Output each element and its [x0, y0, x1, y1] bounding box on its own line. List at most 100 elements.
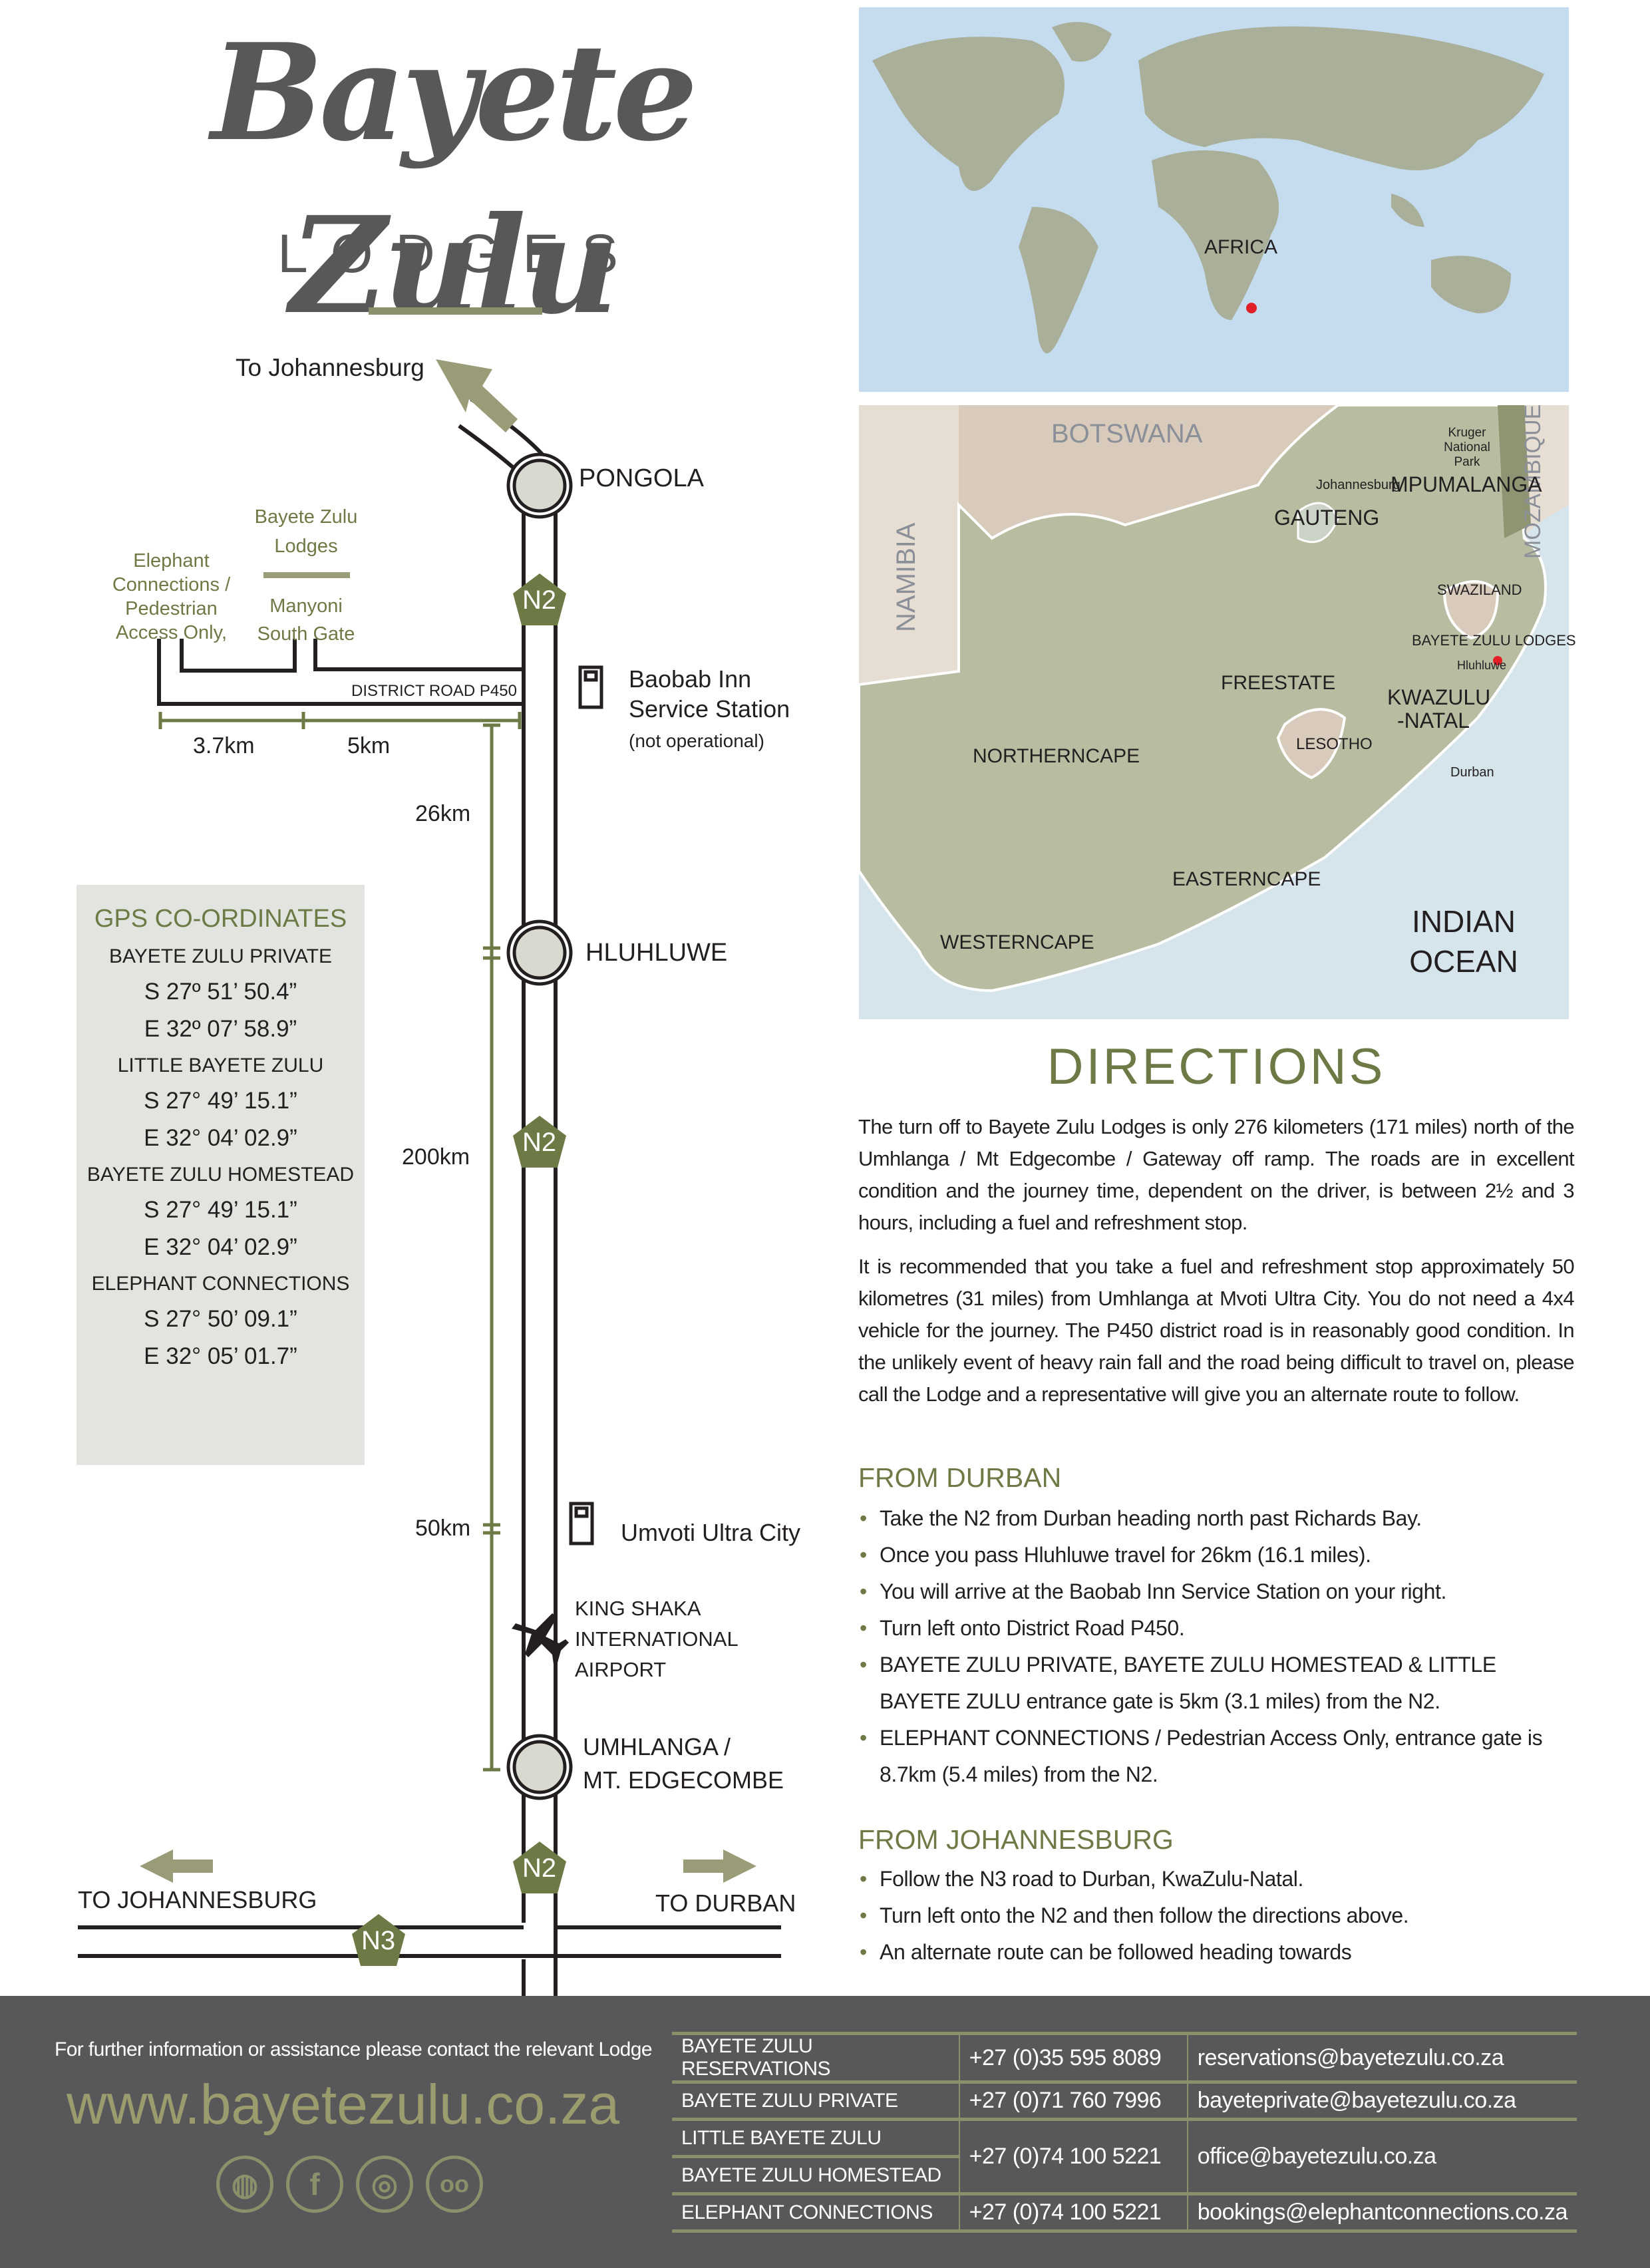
contact-email[interactable]: bookings@elephantconnections.co.za	[1186, 2192, 1577, 2233]
contacts-table: BAYETE ZULU RESERVATIONS+27 (0)35 595 80…	[672, 2032, 1577, 2233]
map-label: LESOTHO	[1296, 735, 1373, 753]
map-label: -NATAL	[1397, 709, 1470, 732]
list-item: Take the N2 from Durban heading north pa…	[860, 1500, 1578, 1537]
to-johannesburg-label: TO JOHANNESBURG	[78, 1886, 317, 1913]
map-label: BAYETE ZULU LODGES	[1412, 632, 1576, 649]
facebook-icon[interactable]: f	[286, 2156, 343, 2213]
bayete-zulu-lodges-label: Bayete Zulu Lodges	[254, 506, 358, 557]
location-marker-icon	[1493, 656, 1502, 665]
map-label: WESTERNCAPE	[940, 931, 1094, 953]
map-label: BOTSWANA	[1051, 419, 1203, 448]
table-row: BAYETE ZULU RESERVATIONS+27 (0)35 595 80…	[672, 2032, 1577, 2084]
contact-name: BAYETE ZULU RESERVATIONS	[672, 2032, 959, 2084]
footer-note: For further information or assistance pl…	[55, 2038, 653, 2060]
website-icon[interactable]: ◍	[216, 2156, 273, 2213]
contact-phone[interactable]: +27 (0)74 100 5221	[958, 2118, 1188, 2195]
map-label: Johannesburg	[1316, 478, 1401, 492]
list-item: Once you pass Hluhluwe travel for 26km (…	[860, 1537, 1578, 1573]
map-label: MPUMALANGA	[1391, 472, 1542, 496]
umhlanga-label: UMHLANGA /	[583, 1733, 731, 1760]
arrow-icon	[436, 359, 518, 432]
map-label: GAUTENG	[1274, 506, 1380, 530]
hluhluwe-label: HLUHLUWE	[585, 939, 728, 967]
airport-label: KING SHAKA	[575, 1597, 701, 1620]
distance-label: 5km	[347, 733, 391, 758]
list-item: BAYETE ZULU PRIVATE, BAYETE ZULU HOMESTE…	[860, 1647, 1578, 1720]
list-item: Follow the N3 road to Durban, KwaZulu-Na…	[860, 1861, 1578, 1897]
manyoni-gate-label: Manyoni South Gate	[257, 595, 355, 645]
gps-coord: E 32º 07’ 58.9”	[144, 1016, 297, 1042]
gps-coord: S 27° 49’ 15.1”	[144, 1197, 297, 1223]
gps-name: LITTLE BAYETE ZULU	[117, 1054, 324, 1076]
arrow-right-icon	[683, 1850, 756, 1883]
n3-label: N3	[361, 1926, 396, 1955]
gps-coord: S 27° 49’ 15.1”	[144, 1088, 297, 1114]
contact-name: BAYETE ZULU HOMESTEAD	[672, 2155, 959, 2195]
contact-phone[interactable]: +27 (0)71 760 7996	[958, 2080, 1188, 2121]
n2-label: N2	[522, 1854, 557, 1883]
contact-phone[interactable]: +27 (0)35 595 8089	[958, 2032, 1188, 2084]
logo-title: Bayete Zulu	[211, 15, 698, 344]
pongola-label: PONGOLA	[579, 464, 704, 492]
map-label: NORTHERNCAPE	[973, 745, 1140, 767]
south-africa-map	[859, 405, 1569, 1019]
from-johannesburg-title: FROM JOHANNESBURG	[858, 1824, 1174, 1855]
to-durban-label: TO DURBAN	[655, 1889, 796, 1917]
contact-name: BAYETE ZULU PRIVATE	[672, 2080, 959, 2121]
list-item: Turn left onto the N2 and then follow th…	[860, 1897, 1578, 1934]
baobab-label: Baobab Inn	[629, 665, 752, 693]
africa-label: AFRICA	[1204, 236, 1278, 258]
n2-label: N2	[522, 585, 557, 615]
contact-email[interactable]: office@bayetezulu.co.za	[1186, 2118, 1577, 2195]
map-label: FREESTATE	[1221, 672, 1336, 694]
baobab-note: (not operational)	[629, 730, 764, 751]
website-link[interactable]: www.bayetezulu.co.za	[67, 2073, 620, 2136]
distance-label: 3.7km	[193, 733, 255, 758]
contact-email[interactable]: bayeteprivate@bayetezulu.co.za	[1186, 2080, 1577, 2121]
distance-label: 50km	[415, 1516, 471, 1541]
list-item: You will arrive at the Baobab Inn Servic…	[860, 1573, 1578, 1610]
distance-label: 200km	[402, 1144, 470, 1170]
logo-subtitle: LODGES	[277, 224, 641, 284]
gps-name: BAYETE ZULU PRIVATE	[108, 945, 333, 967]
distance-label: 26km	[415, 801, 471, 826]
gps-coord: S 27° 50’ 09.1”	[144, 1306, 297, 1332]
ocean-label-line: OCEAN	[1409, 944, 1518, 979]
airport-label: AIRPORT	[575, 1658, 667, 1681]
airport-label: INTERNATIONAL	[575, 1627, 739, 1651]
tripadvisor-icon[interactable]: oo	[426, 2156, 483, 2213]
world-map	[859, 7, 1569, 392]
contact-phone[interactable]: +27 (0)74 100 5221	[958, 2192, 1188, 2233]
map-label: NAMIBIA	[892, 522, 921, 632]
gps-panel: GPS CO-ORDINATES BAYETE ZULU PRIVATE S 2…	[77, 885, 365, 1465]
gps-name: ELEPHANT CONNECTIONS	[91, 1273, 350, 1295]
to-johannesburg-label: To Johannesburg	[236, 354, 424, 381]
map-label: EASTERNCAPE	[1172, 868, 1321, 890]
route-diagram	[78, 359, 781, 1996]
location-marker-icon	[1246, 303, 1257, 313]
gps-coord: E 32° 05’ 01.7”	[144, 1343, 297, 1369]
list-item: Turn left onto District Road P450.	[860, 1610, 1578, 1647]
directions-paragraph: The turn off to Bayete Zulu Lodges is on…	[858, 1115, 1575, 1234]
ocean-label-line: INDIAN	[1412, 904, 1516, 939]
n2-shields	[352, 573, 566, 1966]
district-road-label: DISTRICT ROAD P450	[351, 682, 517, 700]
map-label: KWAZULU	[1387, 685, 1491, 709]
contact-email[interactable]: reservations@bayetezulu.co.za	[1186, 2032, 1577, 2084]
instagram-icon[interactable]: ◎	[356, 2156, 413, 2213]
durban-steps: Take the N2 from Durban heading north pa…	[860, 1500, 1578, 1793]
map-label: SWAZILAND	[1437, 581, 1522, 598]
map-label: Durban	[1450, 765, 1494, 780]
arrow-left-icon	[140, 1850, 213, 1883]
map-label: Kruger National Park	[1444, 426, 1490, 469]
divider	[369, 307, 542, 315]
directions-title: DIRECTIONS	[1047, 1039, 1386, 1095]
johannesburg-steps: Follow the N3 road to Durban, KwaZulu-Na…	[860, 1861, 1578, 1971]
directions-paragraph: It is recommended that you take a fuel a…	[858, 1255, 1575, 1406]
n2-label: N2	[522, 1128, 557, 1157]
gps-coord: E 32° 04’ 02.9”	[144, 1234, 297, 1260]
umhlanga-label: MT. EDGECOMBE	[583, 1766, 784, 1794]
